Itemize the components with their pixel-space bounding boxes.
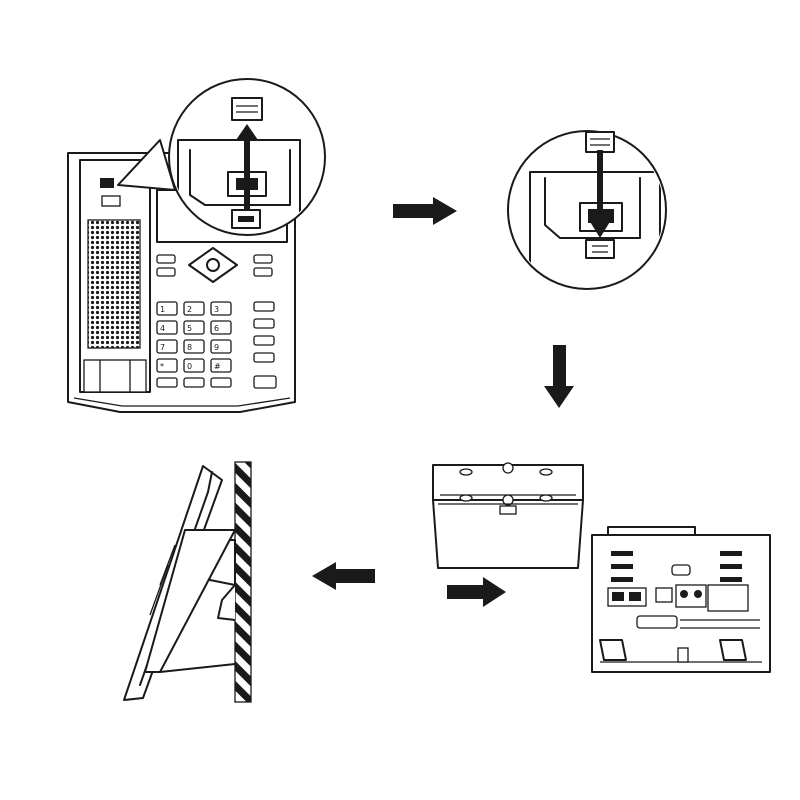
wall-mount-bracket (432, 462, 584, 569)
keypad-key: 5 (183, 320, 205, 335)
wall (234, 461, 252, 703)
keypad-key: 7 (156, 339, 178, 354)
keypad-digit: 2 (187, 305, 192, 314)
keypad-key: 1 (156, 301, 178, 316)
keypad-digit: 1 (160, 305, 165, 314)
up-arrow (236, 124, 258, 210)
down-arrow (589, 150, 611, 238)
phone-back (591, 526, 771, 673)
keypad-digit: 4 (160, 324, 165, 333)
keypad-key: 8 (183, 339, 205, 354)
keypad-digit: # (214, 362, 221, 371)
keypad-key: 6 (210, 320, 232, 335)
handset (79, 159, 151, 393)
keypad-key: 2 (183, 301, 205, 316)
keypad-key: * (156, 358, 178, 373)
keypad-digit: 8 (187, 343, 192, 352)
rear-ports (607, 564, 749, 612)
zoom-hook-reversed (507, 130, 667, 290)
zoom-callout-hook-up (117, 78, 326, 236)
arrow-right-2 (447, 577, 506, 607)
keypad-digit: * (160, 362, 164, 371)
arrow-down (544, 345, 574, 408)
arrow-left (312, 562, 375, 590)
keypad-key: # (210, 358, 232, 373)
arrow-right-1 (393, 197, 457, 225)
keypad-key: 4 (156, 320, 178, 335)
speaker-grille (87, 219, 141, 349)
hook-tab (231, 97, 263, 121)
keypad-digit: 0 (187, 362, 192, 371)
navigation-cluster (188, 247, 238, 283)
phone-mounted-on-wall (123, 461, 252, 703)
keypad-digit: 7 (160, 343, 165, 352)
keypad-key: 9 (210, 339, 232, 354)
keypad-digit: 3 (214, 305, 219, 314)
keypad-key: 0 (183, 358, 205, 373)
hook-tab-reversed (585, 131, 615, 153)
keypad-digit: 6 (214, 324, 219, 333)
keypad: 1 2 3 4 5 6 7 8 9 * 0 # (156, 301, 232, 373)
keypad-key: 3 (210, 301, 232, 316)
function-keys (156, 254, 277, 389)
keypad-digit: 9 (214, 343, 219, 352)
keypad-digit: 5 (187, 324, 192, 333)
